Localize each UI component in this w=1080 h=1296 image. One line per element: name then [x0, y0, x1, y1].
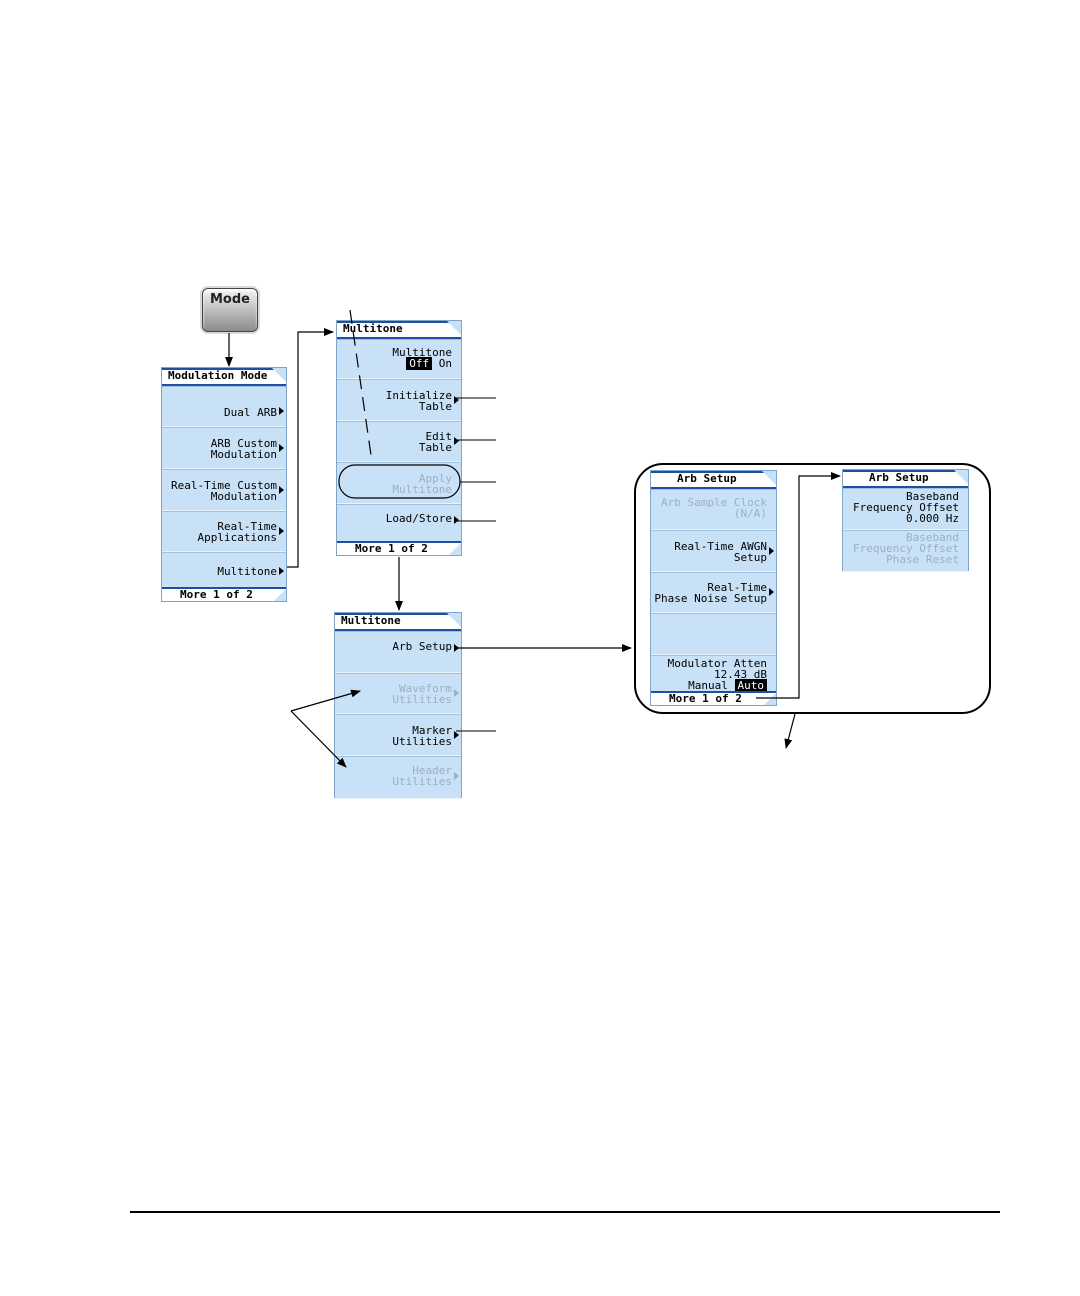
page-bottom-rule [130, 1211, 1000, 1213]
mode-key-label: Mode [210, 292, 250, 307]
multitone-menu-page-1: Multitone Multitone Off On Initialize Ta… [336, 320, 462, 556]
menu-title: Arb Setup [651, 471, 776, 489]
submenu-arrow-icon [454, 731, 459, 739]
softkey-label: Marker Utilities [392, 724, 452, 748]
more-indicator[interactable]: More 1 of 2 [162, 587, 286, 601]
submenu-arrow-icon [769, 547, 774, 555]
arrow-to-waveform-utilities [290, 689, 361, 712]
apply-multitone-outline [338, 464, 461, 499]
submenu-arrow-icon [279, 527, 284, 535]
dashed-callout-line [349, 309, 373, 463]
arb-setup-menu-page-2: Arb Setup Baseband Frequency Offset 0.00… [842, 469, 969, 572]
atten-manual: Manual [688, 679, 728, 692]
toggle-name: Multitone [392, 346, 452, 359]
softkey-label: Real-Time Phase Noise Setup [654, 581, 767, 605]
softkey-blank [651, 613, 776, 655]
arrow-to-header-utilities [290, 710, 347, 768]
softkey-real-time-awgn-setup[interactable]: Real-Time AWGN Setup [651, 530, 776, 572]
multitone-menu-page-2: Multitone Arb Setup Waveform Utilities M… [334, 612, 462, 799]
toggle-on: On [438, 357, 452, 370]
softkey-label: Real-Time Custom Modulation [171, 479, 277, 503]
softkey-real-time-applications[interactable]: Real-Time Applications [162, 511, 286, 552]
softkey-header-utilities[interactable]: Header Utilities [335, 756, 461, 799]
softkey-apply-multitone[interactable]: Apply Multitone [337, 462, 461, 504]
softkey-initialize-table[interactable]: Initialize Table [337, 379, 461, 421]
softkey-label: ARB Custom Modulation [210, 437, 277, 461]
softkey-label: Header Utilities [392, 764, 452, 788]
atten-label: Modulator Atten [667, 657, 767, 670]
softkey-label: Baseband Frequency Offset Phase Reset [853, 531, 959, 566]
arrow-multitone-to-menu [287, 328, 334, 568]
submenu-arrow-icon [279, 486, 284, 494]
submenu-arrow-icon [279, 567, 284, 575]
softkey-edit-table[interactable]: Edit Table [337, 421, 461, 462]
menu-title: Multitone [337, 321, 461, 339]
softkey-label: Modulator Atten 12.43 dB Manual Auto [667, 657, 767, 692]
submenu-arrow-icon [454, 689, 459, 697]
softkey-baseband-frequency-offset[interactable]: Baseband Frequency Offset 0.000 Hz [843, 488, 968, 530]
softkey-label: Real-Time AWGN Setup [674, 540, 767, 564]
atten-value: 12.43 dB [714, 668, 767, 681]
softkey-waveform-utilities[interactable]: Waveform Utilities [335, 673, 461, 714]
softkey-arb-sample-clock[interactable]: Arb Sample Clock (N/A) [651, 489, 776, 530]
softkey-label: Waveform Utilities [392, 682, 452, 706]
submenu-arrow-icon [454, 396, 459, 404]
mode-hardkey[interactable]: Mode [202, 288, 258, 332]
submenu-arrow-icon [769, 588, 774, 596]
softkey-label: Load/Store [385, 512, 452, 525]
arb-setup-menu-page-1: Arb Setup Arb Sample Clock (N/A) Real-Ti… [650, 470, 777, 706]
softkey-arb-custom-modulation[interactable]: ARB Custom Modulation [162, 427, 286, 469]
softkey-label: Multitone [217, 565, 277, 578]
submenu-arrow-icon [279, 444, 284, 452]
submenu-arrow-icon [454, 772, 459, 780]
atten-auto-selected: Auto [734, 679, 767, 692]
toggle-off-selected: Off [406, 357, 433, 370]
softkey-modulator-atten[interactable]: Modulator Atten 12.43 dB Manual Auto [651, 655, 776, 695]
softkey-arb-setup[interactable]: Arb Setup [335, 631, 461, 673]
softkey-label: Apply Multitone [392, 472, 452, 496]
softkey-real-time-phase-noise-setup[interactable]: Real-Time Phase Noise Setup [651, 572, 776, 613]
arrow-arb-more-to-page2 [756, 472, 841, 699]
softkey-label: Dual ARB [224, 406, 277, 419]
menu-title: Modulation Mode [162, 368, 286, 386]
softkey-real-time-custom-modulation[interactable]: Real-Time Custom Modulation [162, 469, 286, 511]
softkey-baseband-frequency-offset-phase-reset[interactable]: Baseband Frequency Offset Phase Reset [843, 530, 968, 572]
modulation-mode-menu: Modulation Mode Dual ARB ARB Custom Modu… [161, 367, 287, 602]
submenu-arrow-icon [454, 437, 459, 445]
softkey-label: Multitone Off On [392, 346, 452, 370]
arb-setup-enclosure [634, 463, 991, 714]
softkey-label: Arb Setup [392, 640, 452, 653]
submenu-arrow-icon [454, 516, 459, 524]
softkey-dual-arb[interactable]: Dual ARB [162, 386, 286, 427]
softkey-label: Initialize Table [385, 389, 452, 413]
submenu-arrow-icon [279, 407, 284, 415]
arrow-below-enclosure [784, 713, 796, 749]
softkey-marker-utilities[interactable]: Marker Utilities [335, 714, 461, 756]
softkey-label: Baseband Frequency Offset 0.000 Hz [853, 490, 959, 525]
softkey-label: Arb Sample Clock (N/A) [661, 496, 767, 520]
more-indicator[interactable]: More 1 of 2 [651, 691, 776, 705]
more-indicator[interactable]: More 1 of 2 [337, 541, 461, 555]
menu-title: Arb Setup [843, 470, 968, 488]
softkey-label: Edit Table [418, 430, 452, 454]
softkey-label: Real-Time Applications [197, 520, 277, 544]
menu-title: Multitone [335, 613, 461, 631]
